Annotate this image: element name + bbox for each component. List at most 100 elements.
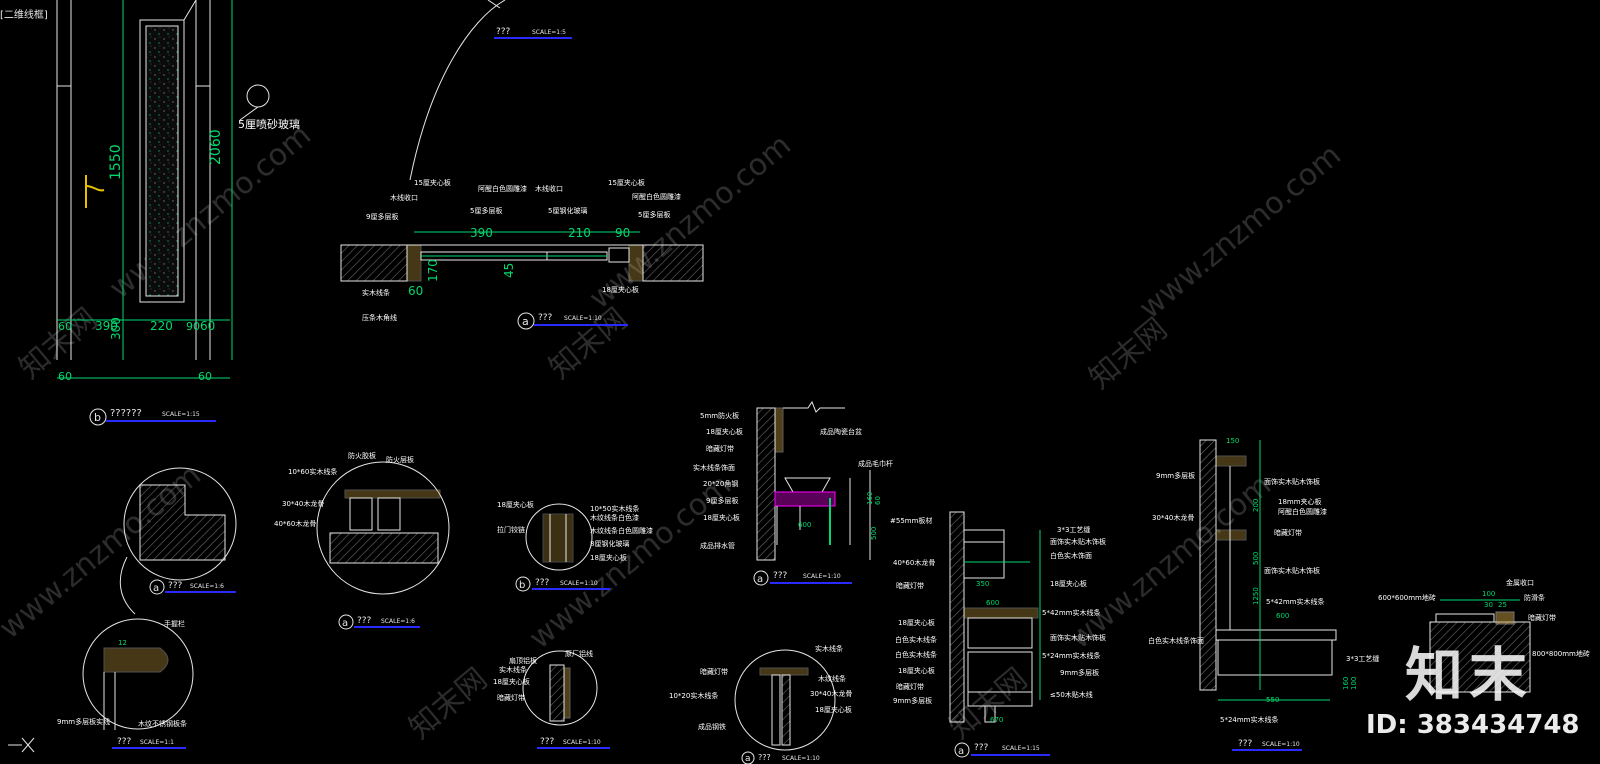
sdc-label-3: 实木线条 (499, 665, 527, 674)
small-detail-b[interactable] (525, 503, 593, 571)
sdb-title: ??? (535, 578, 550, 588)
cab-dim-350: 350 (976, 580, 989, 588)
mirror-detail[interactable] (734, 649, 836, 751)
door-elevation-scale: SCALE=1:15 (162, 411, 200, 418)
frosted-glass-panel (145, 25, 179, 297)
dim-section-390: 390 (470, 226, 493, 240)
sdb-scale: SCALE=1:10 (560, 580, 598, 587)
tile-dim-30: 30 (1484, 601, 1493, 609)
wall-right-1: 面饰实木贴木饰板 (1264, 477, 1320, 486)
door-elevation-title: b ?????? SCALE=1:15 (89, 408, 216, 426)
tag-a-cabinet: a (958, 746, 964, 757)
door-elevation-title-text: ?????? (110, 408, 142, 419)
dim-90: 90 (186, 320, 200, 333)
wall-bottom: 5*24mm实木线条 (1220, 715, 1279, 724)
basin-dim-60: 60 (874, 496, 882, 505)
mirror-label-4: 实木线条 (815, 644, 843, 653)
wall-right-2: 18mm夹心板 (1278, 497, 1322, 506)
label-18-plywood: 18厘夹心板 (602, 285, 639, 294)
cab-right-4: 18厘夹心板 (1050, 579, 1087, 588)
cab-right-8: 9mm多层板 (1060, 668, 1099, 677)
label-corner-trim: 压条木角线 (362, 313, 397, 322)
cab-title: ??? (974, 743, 989, 753)
wall-dim-550: 550 (1266, 696, 1279, 704)
mirror-title-text: ??? (758, 753, 771, 762)
door-elevation-text: 5厘喷砂玻璃 1550 2060 300 60 390 220 90 60 60… (58, 117, 300, 383)
sdc-label-4: 18厘夹心板 (493, 677, 530, 686)
counter-title-text: ??? (357, 616, 372, 626)
label-15-plywood-a: 15厘夹心板 (414, 178, 451, 187)
cabinet-labels: #55mm板材 40*60木龙骨 暗藏灯带 18厘夹心板 白色实木线条 白色实木… (890, 516, 1106, 724)
wall-dim-200: 200 (1252, 499, 1260, 512)
cab-right-2: 面饰实木贴木饰板 (1050, 537, 1106, 546)
small-detail-c[interactable] (522, 650, 598, 726)
small-detail-b-title: b ??? SCALE=1:10 (515, 576, 610, 592)
label-5-glass: 5厘钢化玻璃 (548, 206, 587, 215)
basin-section[interactable] (756, 400, 871, 561)
mirror-label-3: 成品钢铁 (698, 722, 726, 731)
sdc-label-2: 原厂铝线 (565, 649, 593, 658)
basin-label-towel: 成品毛巾杆 (858, 459, 893, 468)
dim-60-c: 60 (58, 370, 72, 383)
dim-390: 390 (95, 319, 118, 333)
cabinet-section[interactable] (949, 511, 1041, 723)
sdb-label-1: 18厘夹心板 (497, 500, 534, 509)
label-5-multilayer-b: 5厘多层板 (638, 210, 670, 219)
corner-detail-title: a ??? SCALE=1:6 (149, 579, 236, 595)
tile-label-2: 金属收口 (1506, 578, 1534, 587)
counter-title: a ??? SCALE=1:6 (338, 614, 420, 630)
tag-b: b (94, 411, 101, 424)
tag-a-mirror: a (745, 754, 751, 764)
door-section-plan[interactable] (340, 231, 704, 282)
cab-left-3: 暗藏灯带 (896, 581, 924, 590)
wall-right-5: 面饰实木贴木饰板 (1264, 566, 1320, 575)
door-section-title-text: ??? (538, 313, 553, 323)
label-5-multilayer-a: 5厘多层板 (470, 206, 502, 215)
basin-label-5: 20*20角钢 (703, 479, 738, 488)
handrail-detail[interactable] (82, 618, 194, 730)
corner-title: ??? (168, 581, 183, 591)
brand-logo-watermark: 知末 (1405, 641, 1534, 709)
wall-dim-500: 500 (1252, 552, 1260, 565)
mirror-label-1: 暗藏灯带 (700, 667, 728, 676)
tile-section[interactable] (1429, 599, 1531, 693)
sdc-label-1: 扇顶铝板 (509, 656, 537, 665)
cab-right-1: 3*3工艺缝 (1057, 525, 1090, 534)
door-elevation[interactable] (56, 0, 270, 379)
handrail-left-label: 9mm多层板实线 (57, 717, 110, 726)
cab-left-4: 18厘夹心板 (898, 618, 935, 627)
tile-dim-25: 25 (1498, 601, 1507, 609)
label-white-paint-a: 阿醒白色圆雕漆 (478, 184, 527, 193)
handrail-grip-label: 手握栏 (164, 619, 185, 628)
tile-label-5: 800*800mm地砖 (1532, 649, 1590, 658)
label-9-multilayer: 9厘多层板 (366, 212, 398, 221)
label-solid-wood: 实木线条 (362, 288, 390, 297)
counter-detail[interactable] (316, 461, 450, 595)
basin-label-7: 18厘夹心板 (703, 513, 740, 522)
label-15-plywood-b: 15厘夹心板 (608, 178, 645, 187)
basin-scale: SCALE=1:10 (803, 573, 841, 580)
wall-left-3: 白色实木线条饰面 (1148, 636, 1204, 645)
viewport-style-label[interactable]: [二维线框] (0, 10, 48, 21)
corner-detail[interactable] (119, 467, 237, 615)
dim-60-b: 60 (200, 319, 215, 333)
sdc-label-5: 暗藏灯带 (497, 693, 525, 702)
cab-dim-600: 600 (986, 599, 999, 607)
wall-labels: 9mm多层板 30*40木龙骨 白色实木线条饰面 面饰实木贴木饰板 18mm夹心… (1148, 437, 1379, 724)
wall-right-7: 3*3工艺缝 (1346, 654, 1379, 663)
wall-dim-1250: 1250 (1252, 587, 1260, 605)
cabinet-title: a ??? SCALE=1:15 (954, 742, 1050, 758)
small-detail-b-labels: 18厘夹心板 10*50实木线条 木纹线条白色漆 拉门铰链 木纹线条白色圆雕漆 … (497, 500, 653, 562)
wall-scale: SCALE=1:10 (1262, 741, 1300, 748)
wall-dim-150: 150 (1226, 437, 1239, 445)
counter-label-trim: 10*60实木线条 (288, 467, 337, 476)
wall-left-1: 9mm多层板 (1156, 471, 1195, 480)
top-arc-detail (409, 0, 506, 181)
cab-right-5: 5*42mm实木线条 (1042, 608, 1101, 617)
sdb-label-2: 10*50实木线条 (590, 504, 639, 513)
wall-section[interactable] (1199, 439, 1337, 701)
cab-left-8: 暗藏灯带 (896, 682, 924, 691)
basin-dim-500: 500 (870, 527, 878, 540)
dim-300: 300 (109, 317, 123, 340)
